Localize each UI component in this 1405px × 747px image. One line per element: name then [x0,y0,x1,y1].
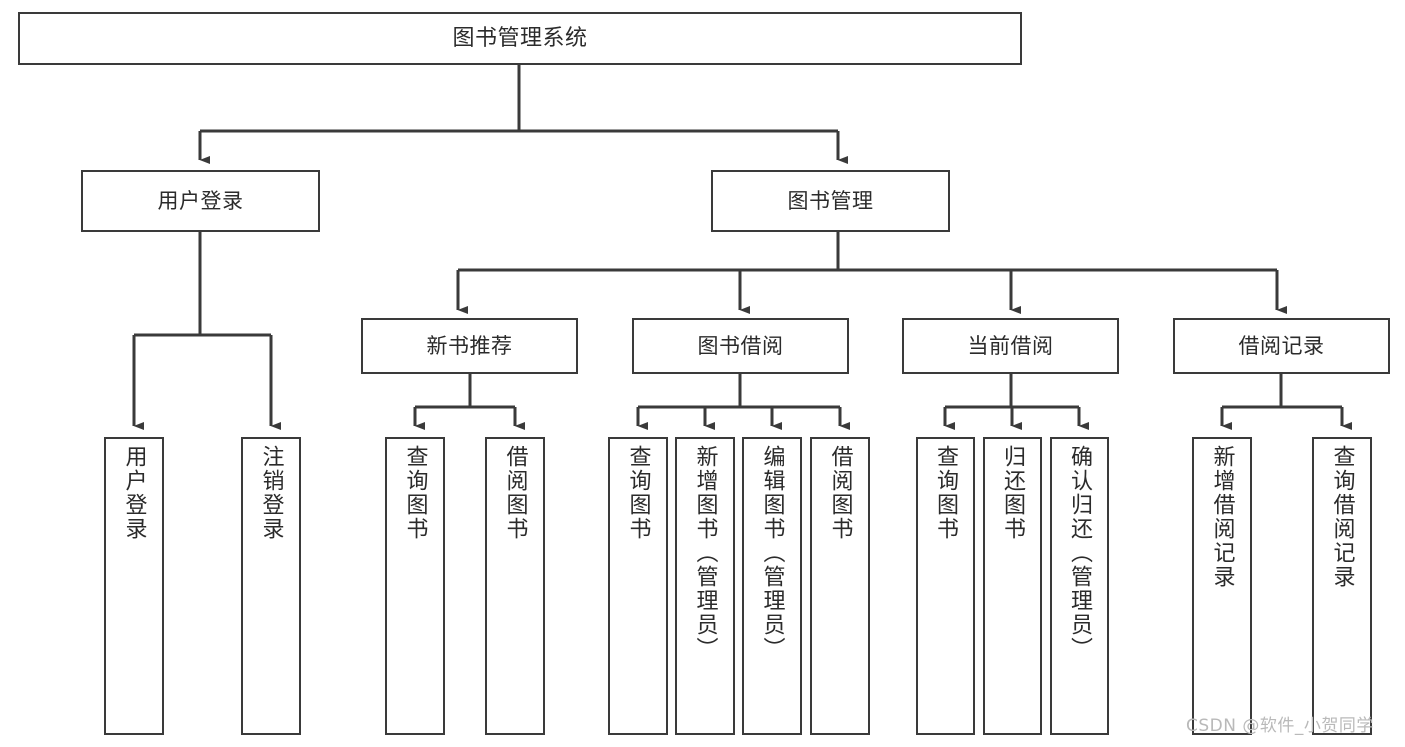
node-leaf-query-book-recommendation[interactable]: 查询图书 [385,437,445,735]
node-label: 归还图书 [1000,445,1026,541]
node-book-management[interactable]: 图书管理 [711,170,950,232]
node-new-book-recommendation[interactable]: 新书推荐 [361,318,578,374]
node-leaf-add-borrow-record[interactable]: 新增借阅记录 [1192,437,1252,735]
node-leaf-query-book-current[interactable]: 查询图书 [916,437,975,735]
node-label: 借阅图书 [827,445,853,541]
node-user-login[interactable]: 用户登录 [81,170,320,232]
node-leaf-query-book-borrowing[interactable]: 查询图书 [608,437,668,735]
node-label: 当前借阅 [967,333,1054,358]
node-label: 借阅记录 [1238,333,1325,358]
node-leaf-logout[interactable]: 注销登录 [241,437,301,735]
node-label: 查询图书 [625,445,651,541]
node-label: 新书推荐 [426,333,513,358]
node-leaf-borrow-book[interactable]: 借阅图书 [810,437,870,735]
node-label: 新增借阅记录 [1209,445,1235,589]
node-label: 查询借阅记录 [1329,445,1355,589]
node-leaf-edit-book-admin[interactable]: 编辑图书（管理员） [742,437,802,735]
node-label: 新增图书（管理员） [692,445,718,661]
csdn-watermark: CSDN @软件_小贺同学 [1186,716,1374,736]
node-label: 确认归还（管理员） [1067,445,1093,661]
node-label: 用户登录 [121,445,147,541]
node-borrowing-records[interactable]: 借阅记录 [1173,318,1390,374]
node-leaf-return-book[interactable]: 归还图书 [983,437,1042,735]
node-label: 图书管理 [787,188,874,213]
node-leaf-confirm-return-admin[interactable]: 确认归还（管理员） [1050,437,1109,735]
node-label: 图书借阅 [697,333,784,358]
node-leaf-query-borrow-record[interactable]: 查询借阅记录 [1312,437,1372,735]
node-label: 查询图书 [402,445,428,541]
node-leaf-user-login[interactable]: 用户登录 [104,437,164,735]
node-label: 注销登录 [258,445,284,541]
node-label: 编辑图书（管理员） [759,445,785,661]
node-label: 查询图书 [933,445,959,541]
node-root-book-management-system[interactable]: 图书管理系统 [18,12,1022,65]
node-book-borrowing[interactable]: 图书借阅 [632,318,849,374]
node-leaf-borrow-book-recommendation[interactable]: 借阅图书 [485,437,545,735]
node-current-borrowing[interactable]: 当前借阅 [902,318,1119,374]
node-label: 图书管理系统 [452,25,588,51]
node-label: 借阅图书 [502,445,528,541]
node-leaf-add-book-admin[interactable]: 新增图书（管理员） [675,437,735,735]
node-label: 用户登录 [157,188,244,213]
